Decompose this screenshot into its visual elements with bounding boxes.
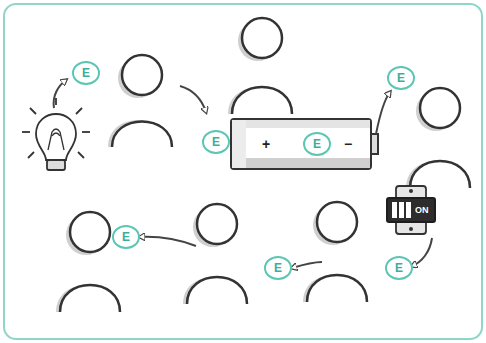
electron-label: E (387, 262, 411, 274)
electron-label: E (204, 136, 228, 148)
electron-circle: E (202, 130, 230, 154)
electron-circle: E (387, 66, 415, 90)
electron-label: E (266, 262, 290, 274)
minus-sign: − (344, 137, 352, 151)
person-figure (56, 18, 470, 312)
electron-label: E (114, 231, 138, 243)
frame (4, 4, 482, 339)
electron-circle: E (303, 132, 331, 156)
electron-label: E (305, 138, 329, 150)
switch: ON (386, 197, 436, 223)
light-bulb (22, 98, 90, 170)
electron-circle: E (72, 61, 100, 85)
battery: + − E (230, 118, 372, 170)
electron-circle: E (112, 225, 140, 249)
battery-terminal (371, 134, 378, 154)
electron-circle: E (385, 256, 413, 280)
switch-label: ON (415, 206, 429, 215)
switch-toggle (391, 201, 413, 219)
electron-label: E (389, 72, 413, 84)
plus-sign: + (262, 137, 270, 151)
electron-label: E (74, 67, 98, 79)
electron-circle: E (264, 256, 292, 280)
flow-arrow (54, 80, 432, 268)
